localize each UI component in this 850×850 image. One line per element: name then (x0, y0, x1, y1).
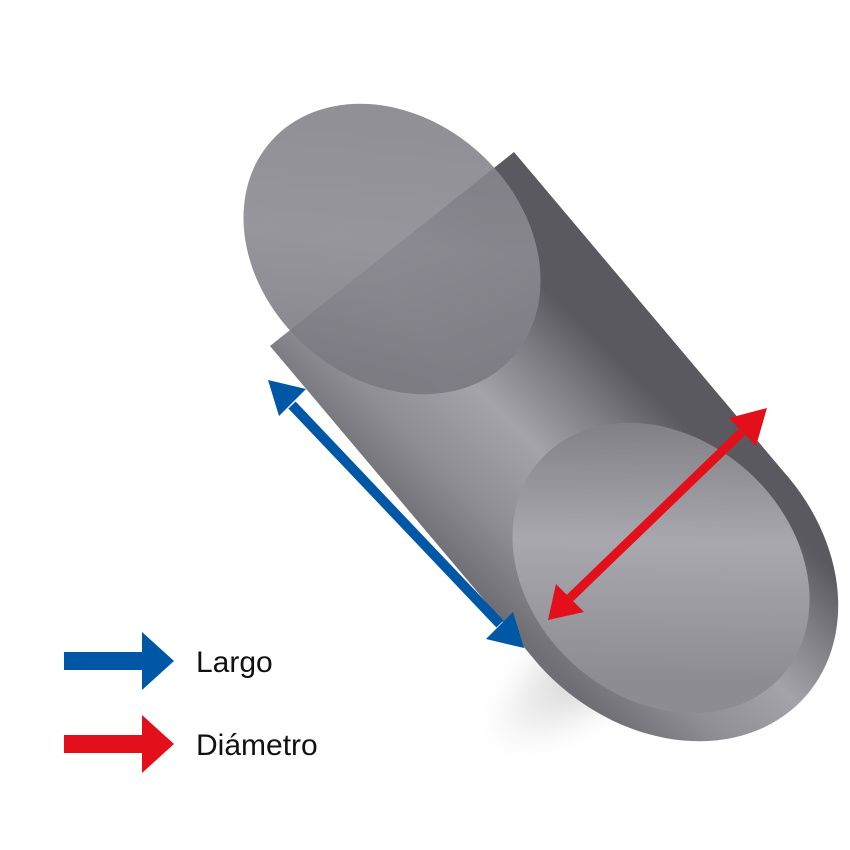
length-arrow (268, 380, 524, 648)
cylinder (243, 103, 839, 742)
diameter-arrow-head-end (729, 408, 767, 446)
length-arrow-head-start (268, 380, 306, 416)
arrow-right-icon (64, 715, 174, 773)
legend-label-largo: Largo (196, 646, 273, 679)
cylinder-bottom-face (512, 422, 810, 714)
diameter-arrow-shaft (566, 428, 746, 602)
legend: Largo Diámetro (64, 632, 318, 773)
legend-item-diametro: Diámetro (64, 715, 318, 773)
diameter-arrow-head-start (548, 584, 584, 620)
diameter-arrow (548, 408, 767, 620)
length-arrow-shaft (288, 401, 504, 628)
legend-item-largo: Largo (64, 632, 273, 690)
arrow-right-icon (64, 632, 174, 690)
length-arrow-head-end (486, 612, 524, 648)
cylinder-top-face (243, 103, 541, 395)
legend-label-diametro: Diámetro (196, 729, 318, 762)
